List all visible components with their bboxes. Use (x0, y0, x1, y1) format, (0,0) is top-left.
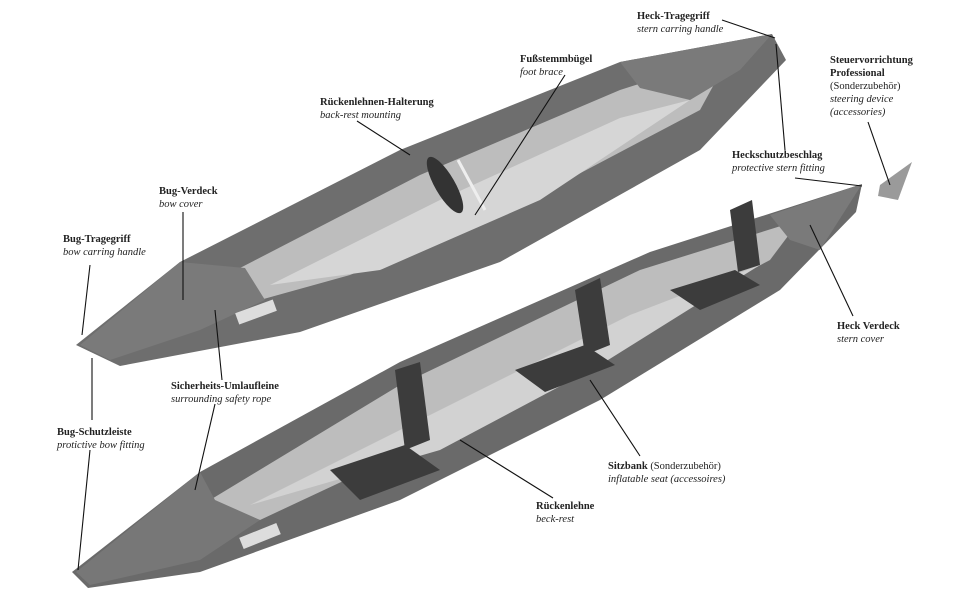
label-en: stern cover (837, 334, 884, 345)
label-de: Sicherheits-Umlaufleine (171, 381, 279, 392)
steering-fin (878, 162, 912, 200)
label-de: Fußstemmbügel (520, 54, 593, 65)
label-bow-cover: Bug-Verdeck bow cover (159, 185, 218, 211)
label-inflatable-seat: Sitzbank (Sonderzubehör) inflatable seat… (608, 460, 725, 486)
label-de: Bug-Verdeck (159, 186, 218, 197)
backrest-front (395, 362, 430, 450)
label-bow-handle: Bug-Tragegriff bow carring handle (63, 233, 146, 259)
label-en: (accessories) (830, 107, 886, 118)
label-foot-brace: Fußstemmbügel foot brace (520, 53, 592, 79)
label-en: bow cover (159, 199, 203, 210)
label-backrest: Rückenlehne beck-rest (536, 500, 594, 526)
label-backrest-mounting: Rückenlehnen-Halterung back-rest mountin… (320, 96, 434, 122)
label-de: Heck Verdeck (837, 321, 900, 332)
floor (270, 100, 690, 285)
label-de: Professional (830, 68, 885, 79)
label-bow-fitting: Bug-Schutzleiste protictive bow fitting (57, 426, 145, 452)
label-de: (Sonderzubehör) (830, 81, 901, 92)
floor (250, 265, 760, 505)
label-en: foot brace (520, 67, 563, 78)
label-en: surrounding safety rope (171, 394, 272, 405)
label-en: beck-rest (536, 514, 575, 525)
label-de: Sitzbank (608, 461, 648, 472)
label-stern-cover: Heck Verdeck stern cover (837, 320, 900, 346)
label-safety-rope: Sicherheits-Umlaufleine surrounding safe… (171, 380, 279, 406)
seat-front (330, 445, 440, 500)
backrest-third (730, 200, 760, 272)
label-stern-handle: Heck-Tragegriff stern carring handle (637, 10, 723, 36)
leader-lines (77, 19, 891, 571)
label-de: Heckschutzbeschlag (732, 150, 823, 161)
label-de: Steuervorrichtung (830, 55, 913, 66)
label-en: steering device (830, 94, 894, 105)
seat-third (670, 270, 760, 310)
label-en: inflatable seat (accessoires) (608, 474, 726, 485)
label-steering-device: Steuervorrichtung Professional (Sonderzu… (830, 54, 913, 119)
seat-rear (515, 345, 615, 392)
label-en: protective stern fitting (732, 163, 825, 174)
stern-deck (620, 34, 772, 100)
kayak-double (72, 162, 912, 588)
label-en: stern carring handle (637, 24, 724, 35)
bow-deck (76, 472, 260, 585)
kayak-single (76, 34, 786, 366)
label-de-extra: (Sonderzubehör) (650, 461, 721, 472)
label-en: back-rest mounting (320, 110, 401, 121)
label-de: Rückenlehne (536, 501, 595, 512)
stern-deck (770, 184, 862, 250)
label-de: Rückenlehnen-Halterung (320, 97, 434, 108)
backrest (426, 156, 464, 214)
label-en: protictive bow fitting (57, 440, 145, 451)
label-de: Bug-Tragegriff (63, 234, 131, 245)
label-de-line: Sitzbank (Sonderzubehör) (608, 460, 725, 473)
label-de: Bug-Schutzleiste (57, 427, 132, 438)
bow-deck (80, 262, 265, 360)
inner-tube (210, 220, 800, 520)
label-stern-fitting: Heckschutzbeschlag protective stern fitt… (732, 149, 825, 175)
label-de: Heck-Tragegriff (637, 11, 710, 22)
label-en: bow carring handle (63, 247, 146, 258)
backrest-rear (575, 278, 610, 355)
